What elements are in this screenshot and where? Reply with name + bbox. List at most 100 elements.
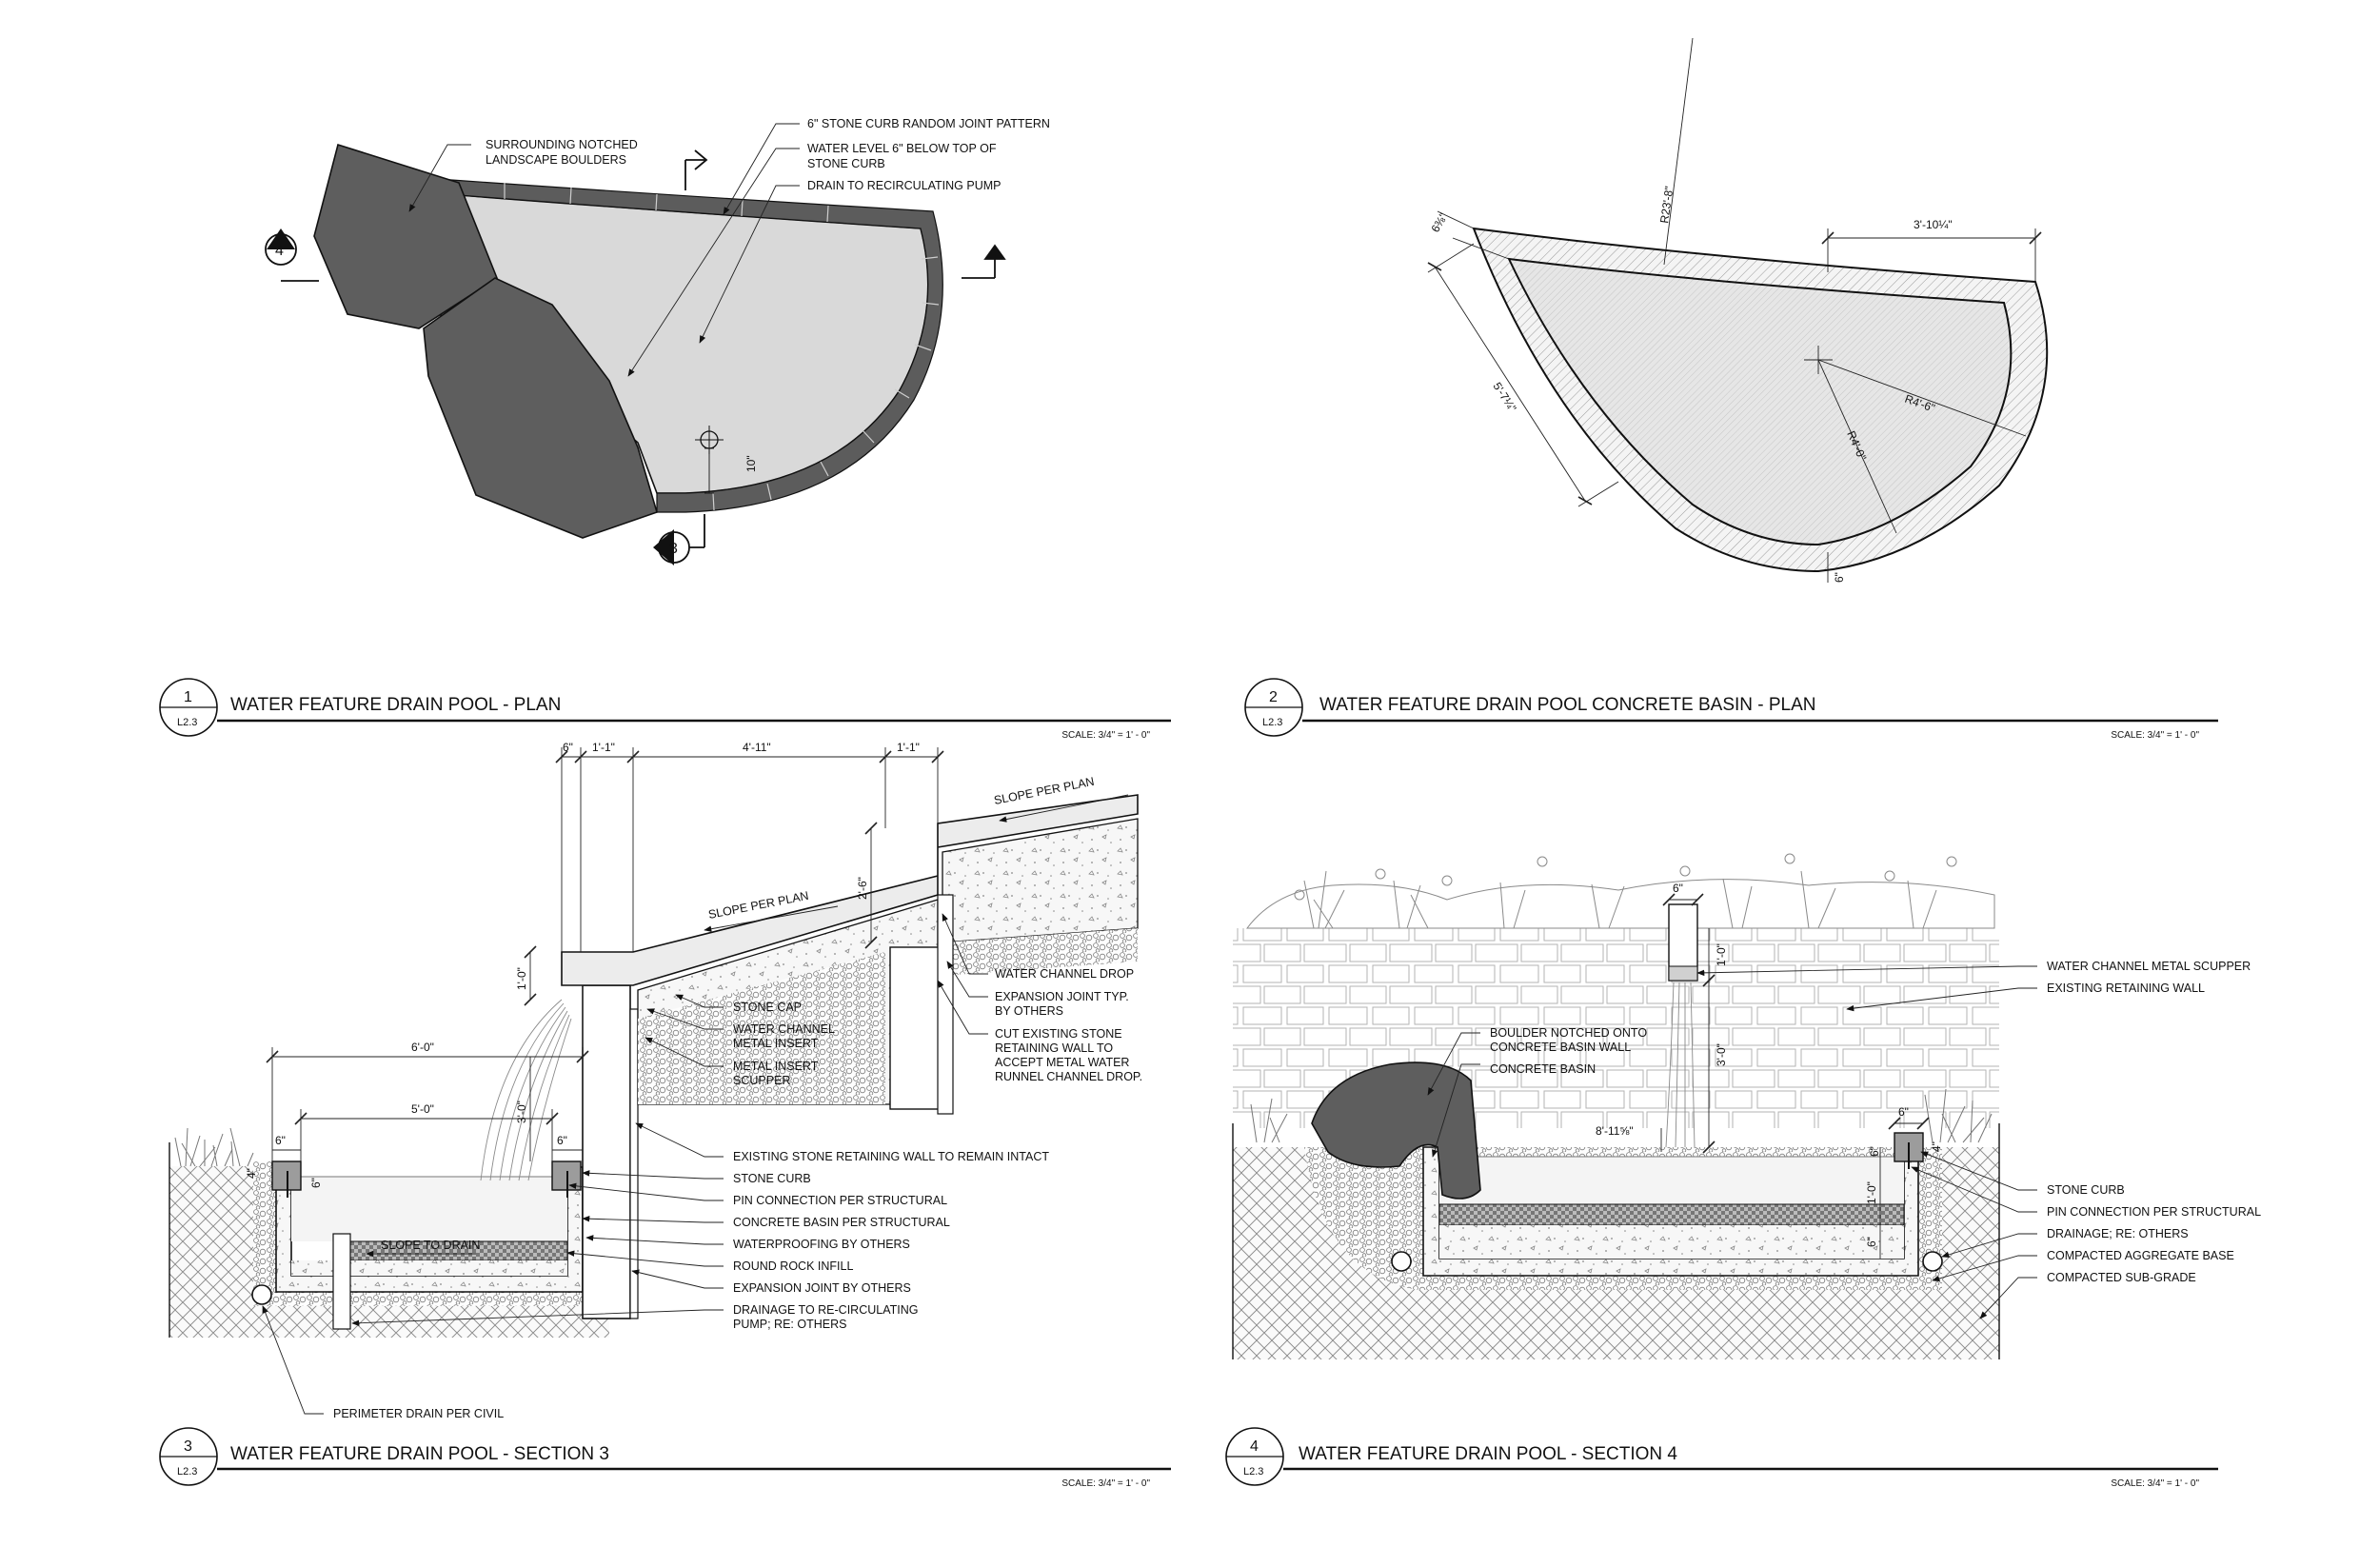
radius-lines (1663, 37, 2027, 534)
dim-4-4: 4" (1930, 1141, 1943, 1152)
notes-list-3-leaders (262, 1122, 724, 1415)
notes-4-leaders (1696, 965, 2037, 1319)
dim-5-0: 5'-0" (411, 1102, 434, 1116)
water-fall-4 (1665, 982, 1696, 1148)
slope-to-drain: SLOPE TO DRAIN (381, 1239, 480, 1252)
dim-scupper-width: 6" (1673, 882, 1683, 895)
detail-1-scale: SCALE: 3/4" = 1' - 0" (1061, 730, 1150, 741)
note-3-list-3: CONCRETE BASIN PER STRUCTURAL (733, 1216, 950, 1229)
dims-section-4 (1660, 893, 1930, 1259)
drain-pipe-3 (332, 1233, 351, 1330)
note-cut-wall-2: RETAINING WALL TO (995, 1041, 1113, 1055)
dim-wall-left-label: 6⅜" (1428, 210, 1450, 234)
note-scupper-1: METAL INSERT (733, 1060, 819, 1073)
note-channel-insert-1: WATER CHANNEL (733, 1022, 835, 1036)
section-marker-4-label: 4 (275, 243, 284, 259)
note-4-list-0: STONE CURB (2047, 1183, 2125, 1197)
dim-left-edge (1427, 243, 1619, 507)
note-3-list-4: WATERPROOFING BY OTHERS (733, 1238, 910, 1251)
dim-left-edge-label: 5'-7¼" (1490, 380, 1518, 414)
note-expansion-1: EXPANSION JOINT TYP. (995, 990, 1129, 1003)
dim-top-6: 6" (563, 741, 573, 754)
note-channel-drop: WATER CHANNEL DROP (995, 967, 1134, 981)
wall-segment-mid (889, 946, 943, 1110)
detail-1-plan: 10" SURROUNDING NOTCHED LANDSCAPE BOULDE… (159, 117, 1171, 741)
note-drainage-1: DRAINAGE TO RE-CIRCULATING (733, 1303, 918, 1317)
note-existing-wall-4: EXISTING RETAINING WALL (2047, 982, 2205, 995)
title-block-4: 4 L2.3 WATER FEATURE DRAIN POOL - SECTIO… (1225, 1427, 2218, 1489)
dim-top-4-11: 4'-11" (743, 741, 771, 754)
boulder-upper (313, 143, 498, 329)
note-cut-wall-1: CUT EXISTING STONE (995, 1027, 1122, 1041)
note-boulder-1: BOULDER NOTCHED ONTO (1490, 1026, 1647, 1040)
detail-3-scale: SCALE: 3/4" = 1' - 0" (1061, 1478, 1150, 1489)
dim-4-6b: 6" (1865, 1237, 1878, 1247)
dim-wall-bottom-label: 6" (1833, 572, 1846, 583)
dim-2-6-label: 2'-6" (856, 877, 869, 900)
note-3-list-5: ROUND ROCK INFILL (733, 1259, 853, 1273)
dim-width-top (1821, 228, 2042, 282)
water-fall-3 (480, 999, 572, 1181)
dim-top-1-1a: 1'-1" (592, 741, 615, 754)
detail-1-title: WATER FEATURE DRAIN POOL - PLAN (230, 695, 561, 715)
basin-floor-inner (1507, 257, 2013, 546)
dim-3-0: 3'-0" (515, 1101, 528, 1123)
note-scupper-2: SCUPPER (733, 1074, 790, 1087)
section-marker-4: 4 (265, 228, 319, 282)
title-block-2: 2 L2.3 WATER FEATURE DRAIN POOL CONCRETE… (1244, 678, 2218, 741)
dim-4-3-0: 3'-0" (1715, 1043, 1728, 1066)
dim-4-1-0b: 1'-0" (1865, 1181, 1878, 1204)
dim-4-8-11: 8'-11⅝" (1596, 1124, 1634, 1138)
detail-1-number: 1 (184, 689, 192, 705)
dim-4-6: 6" (1868, 1146, 1881, 1157)
dim-width-top-label: 3'-10¼" (1914, 218, 1953, 231)
vegetation-top-4 (1245, 853, 1995, 929)
note-concrete-basin-4: CONCRETE BASIN (1490, 1062, 1596, 1076)
note-4-list-2: DRAINAGE; RE: OTHERS (2047, 1227, 2189, 1240)
title-block-1: 1 L2.3 WATER FEATURE DRAIN POOL - PLAN S… (159, 678, 1171, 741)
detail-2-basin-plan: R23'-8" R4'-6" R4'-0" 3'-10¼" 5'-7¼" 6⅜" (1244, 37, 2218, 741)
note-cut-wall-4: RUNNEL CHANNEL DROP. (995, 1070, 1142, 1083)
existing-retaining-wall-3 (582, 984, 631, 1319)
dim-top-1-1b: 1'-1" (897, 741, 920, 754)
dim-curb-right: 6" (557, 1134, 567, 1147)
drain-pipe-right-4 (1922, 1251, 1943, 1272)
dim-1-0 (524, 945, 537, 1006)
note-scupper-4: WATER CHANNEL METAL SCUPPER (2047, 960, 2251, 973)
drain-pipe-left-4 (1391, 1251, 1412, 1272)
perimeter-drain (251, 1284, 272, 1305)
detail-4-sheet-ref: L2.3 (1243, 1466, 1263, 1478)
dim-2-6 (864, 822, 878, 949)
dim-wall-left (1437, 210, 1510, 260)
note-boulders-line1: SURROUNDING NOTCHED (486, 138, 638, 151)
detail-4-title: WATER FEATURE DRAIN POOL - SECTION 4 (1299, 1444, 1677, 1464)
note-drain: DRAIN TO RECIRCULATING PUMP (807, 179, 1002, 192)
detail-3-sheet-ref: L2.3 (177, 1466, 197, 1478)
note-4-list-1: PIN CONNECTION PER STRUCTURAL (2047, 1205, 2261, 1219)
note-stone-curb: 6" STONE CURB RANDOM JOINT PATTERN (807, 117, 1050, 130)
dim-6c: 6" (309, 1178, 323, 1188)
dim-curb-left: 6" (275, 1134, 286, 1147)
detail-3-title: WATER FEATURE DRAIN POOL - SECTION 3 (230, 1444, 609, 1464)
grass-left (174, 1127, 254, 1167)
note-water-level-line1: WATER LEVEL 6" BELOW TOP OF (807, 142, 997, 155)
detail-2-sheet-ref: L2.3 (1262, 717, 1282, 728)
note-drainage-2: PUMP; RE: OTHERS (733, 1318, 846, 1331)
dim-drain-offset: 10" (744, 455, 758, 472)
dim-4-curb: 6" (1898, 1105, 1909, 1119)
water-area-3 (291, 1177, 567, 1241)
dim-r-large: R23'-8" (1657, 186, 1676, 225)
section-cut-top (684, 149, 1006, 279)
dim-1-0-label: 1'-0" (515, 967, 528, 990)
note-3-list-6: EXPANSION JOINT BY OTHERS (733, 1281, 911, 1295)
drain-symbol (695, 426, 724, 494)
detail-4-number: 4 (1250, 1438, 1259, 1455)
note-perimeter-drain: PERIMETER DRAIN PER CIVIL (333, 1407, 504, 1420)
note-3-list-1: STONE CURB (733, 1172, 811, 1185)
detail-2-scale: SCALE: 3/4" = 1' - 0" (2111, 730, 2199, 741)
water-area-4 (1439, 1157, 1904, 1204)
boulder-4 (1311, 1061, 1481, 1200)
detail-3-section: 6" 1'-1" 4'-11" 1'-1" 2'-6" 1'-0" SLOPE … (159, 741, 1171, 1489)
note-water-level-line2: STONE CURB (807, 157, 885, 170)
